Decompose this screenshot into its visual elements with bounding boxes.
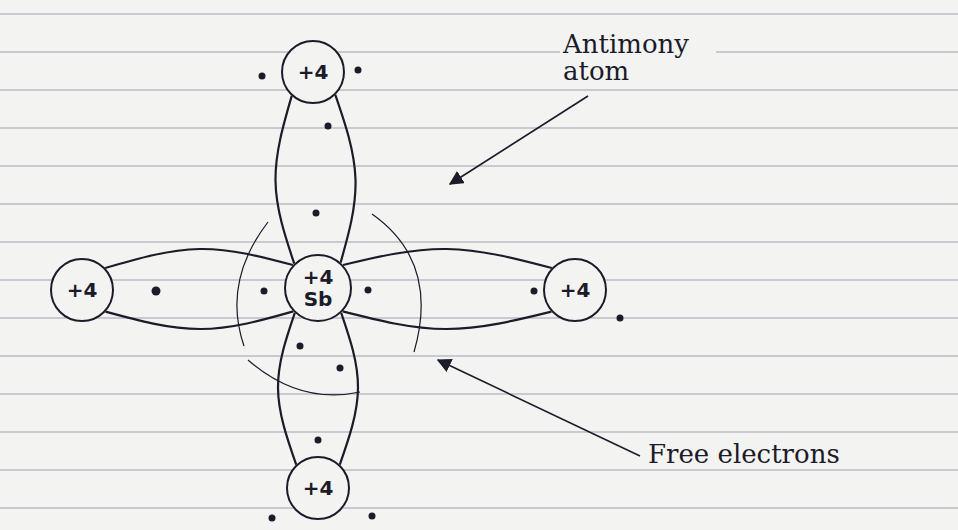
leader-lines: [438, 96, 640, 456]
atom-charge: +4 Sb: [301, 266, 335, 310]
electron-dots: [152, 67, 624, 522]
atom-circle: +4: [286, 456, 350, 520]
atom-boundary: [237, 214, 421, 395]
atom-charge: +4: [303, 477, 334, 499]
atom-circle: +4: [543, 258, 607, 322]
atom-circle: +4 Sb: [284, 254, 352, 322]
atom-circle: +4: [281, 40, 345, 104]
atom-charge: +4: [67, 279, 98, 301]
covalent-bond: [275, 95, 355, 264]
callout-label: Free electrons: [645, 440, 843, 469]
atom-charge: +4: [298, 61, 329, 83]
ruled-lines: [0, 14, 958, 508]
covalent-bond: [343, 249, 552, 329]
atom-charge: +4: [560, 279, 591, 301]
covalent-bond: [278, 313, 358, 465]
atom-circle: +4: [50, 258, 114, 322]
callout-label: Antimony atom: [560, 30, 716, 87]
covalent-bond: [105, 249, 293, 329]
